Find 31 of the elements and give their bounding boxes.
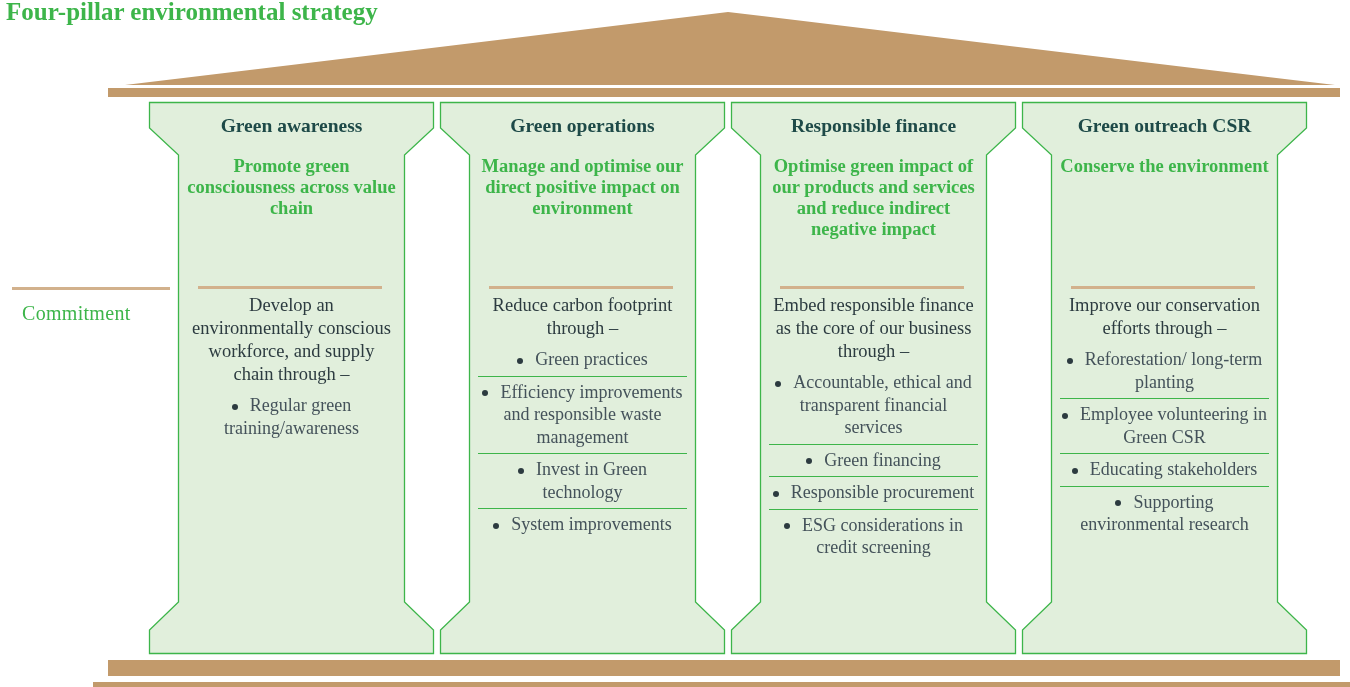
pillar-objective: Manage and optimise our direct positive impact on environment	[480, 156, 685, 219]
pillar-objective: Optimise green impact of our products and services and reduce indirect negative impact	[771, 156, 976, 240]
pillar-heading: Green operations	[509, 115, 656, 137]
bullet-item: System improvements	[478, 508, 687, 541]
bullet-item: Educating stakeholders	[1060, 453, 1269, 486]
pillar-column	[1022, 102, 1307, 654]
commitment-text: Embed responsible finance as the core of our business through –	[772, 294, 975, 363]
bullet-item: Accountable, ethical and transparent financial services	[769, 367, 978, 444]
bullet-item: ESG considerations in credit screening	[769, 508, 978, 564]
bullet-item: Regular green training/awareness	[187, 390, 396, 444]
diagram-title: Four-pillar environmental strategy	[6, 0, 378, 26]
pillar-objective: Conserve the environment	[1059, 156, 1270, 177]
pillar-column	[149, 102, 434, 654]
bullet-item: Green practices	[478, 344, 687, 376]
bullet-item: Supporting environmental research	[1060, 485, 1269, 541]
bullet-item: Employee volunteering in Green CSR	[1060, 398, 1269, 453]
bullet-item: Responsible procurement	[769, 476, 978, 509]
pillar-heading: Green outreach CSR	[1076, 115, 1253, 137]
bullet-item: Efficiency improvements and responsible waste management	[478, 375, 687, 453]
pillar-column	[731, 102, 1016, 654]
bullet-item: Invest in Green technology	[478, 453, 687, 508]
bullet-item: Green financing	[769, 443, 978, 476]
pillar-heading: Green awareness	[219, 115, 364, 137]
pillar-column	[440, 102, 725, 654]
row-label: Commitment	[22, 302, 131, 325]
commitment-text: Develop an environmentally conscious workforce, and supply chain through –	[191, 294, 392, 386]
commitment-text: Reduce carbon footprint through –	[491, 294, 674, 340]
pillar-objective: Promote green consciousness across value chain	[186, 156, 397, 219]
bullet-item: Reforestation/ long-term planting	[1060, 344, 1269, 398]
pillar-heading: Responsible finance	[789, 115, 958, 137]
commitment-text: Improve our conservation efforts through –	[1067, 294, 1262, 340]
